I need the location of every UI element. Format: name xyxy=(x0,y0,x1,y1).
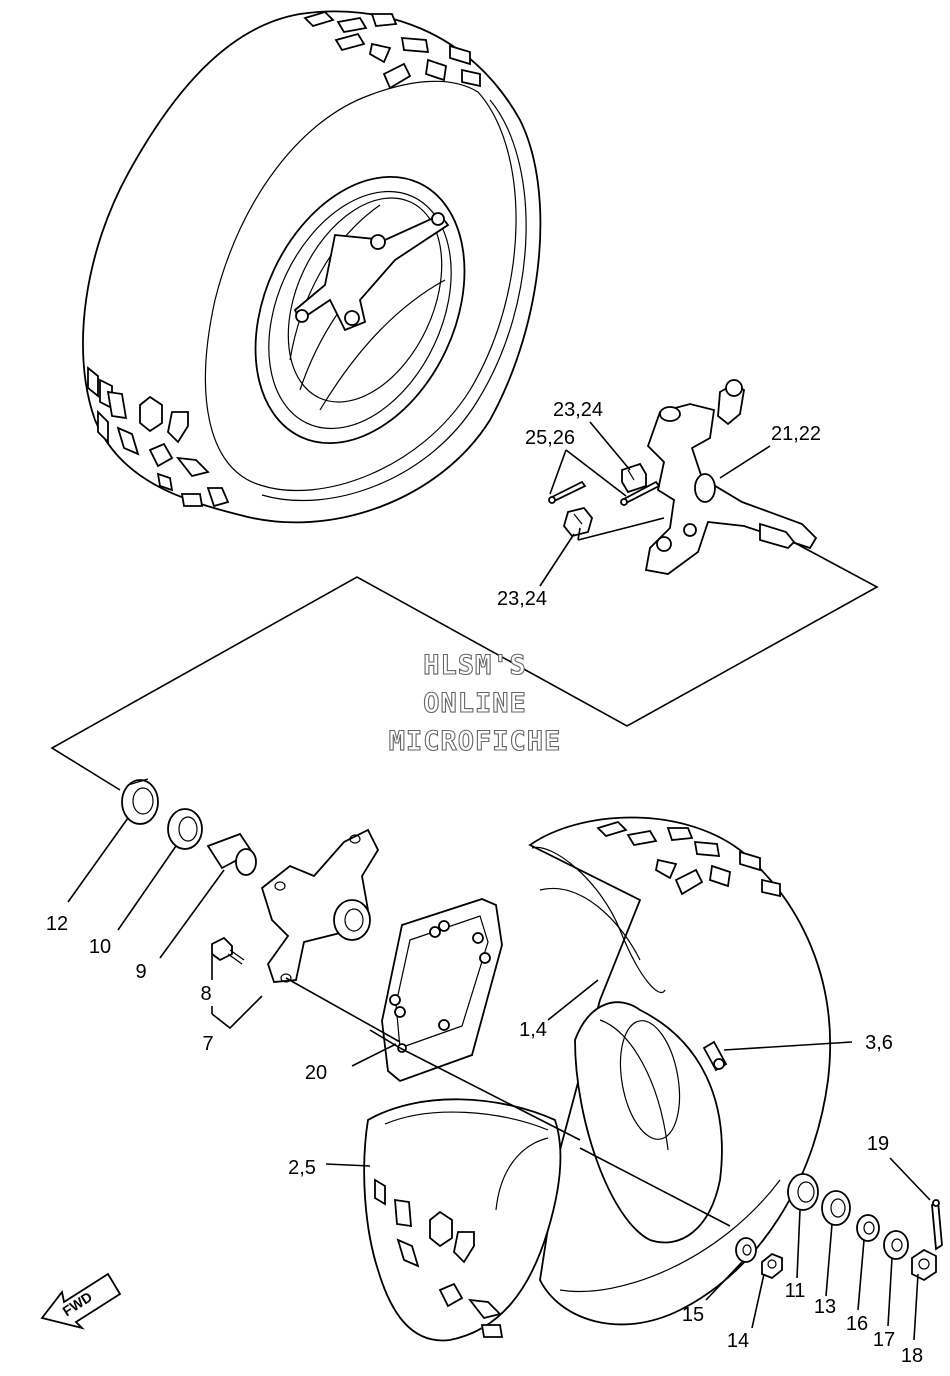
callout-23-24-top: 23,24 xyxy=(553,399,603,421)
callout-16: 16 xyxy=(846,1313,868,1335)
callout-11: 11 xyxy=(785,1280,806,1302)
callout-14: 14 xyxy=(727,1330,749,1352)
castle-nut-18 xyxy=(911,1248,937,1282)
bolt-8 xyxy=(211,936,245,965)
castle-nut-top xyxy=(621,462,647,494)
callout-17: 17 xyxy=(873,1329,895,1351)
callout-18: 18 xyxy=(901,1345,923,1367)
bearing-10 xyxy=(167,808,203,850)
callout-3-6: 3,6 xyxy=(865,1032,893,1054)
washer-15 xyxy=(735,1237,757,1263)
oil-seal-13 xyxy=(821,1190,851,1226)
assembly-boundary xyxy=(50,517,879,791)
leader-lines xyxy=(67,421,931,1341)
callout-7: 7 xyxy=(202,1033,213,1055)
watermark: HLSM'S ONLINE MICROFICHE xyxy=(388,649,562,757)
callout-10: 10 xyxy=(89,936,111,958)
spacer-9 xyxy=(206,832,257,876)
callout-8: 8 xyxy=(200,983,211,1005)
cotter-pin-right xyxy=(620,480,661,506)
upper-tread-blocks xyxy=(87,10,481,508)
cotter-pin-left xyxy=(548,480,587,504)
oil-seal-12 xyxy=(121,778,159,825)
washer-17 xyxy=(883,1230,909,1260)
cotter-pin-19 xyxy=(931,1199,943,1251)
watermark-line-2: ONLINE xyxy=(423,688,527,719)
callout-20: 20 xyxy=(305,1062,327,1084)
upper-wheel-assembly xyxy=(82,10,542,524)
callout-12: 12 xyxy=(46,913,68,935)
fwd-arrow-icon: FWD xyxy=(40,1272,122,1330)
callout-1-4: 1,4 xyxy=(519,1019,547,1041)
callout-25-26: 25,26 xyxy=(525,427,575,449)
steering-knuckle xyxy=(644,379,818,575)
callout-19: 19 xyxy=(867,1133,889,1155)
front-hub xyxy=(260,828,380,983)
callout-2-5: 2,5 xyxy=(288,1157,316,1179)
callout-23-24-bottom: 23,24 xyxy=(497,588,547,610)
nut-14 xyxy=(761,1252,783,1280)
bearing-11 xyxy=(787,1173,819,1211)
lower-tire-inner-half xyxy=(363,1098,562,1342)
callout-15: 15 xyxy=(682,1304,704,1326)
collar-16 xyxy=(856,1214,880,1242)
lower-rim xyxy=(574,1001,723,1244)
callout-labels: 23,24 25,26 21,22 23,24 12 10 9 8 7 1,4 … xyxy=(46,399,923,1367)
watermark-line-3: MICROFICHE xyxy=(389,726,562,757)
callout-13: 13 xyxy=(814,1296,836,1318)
brake-disc-20 xyxy=(381,898,503,1083)
valve-3-6 xyxy=(702,1040,728,1072)
castle-nut-bottom xyxy=(563,506,593,538)
callout-9: 9 xyxy=(135,961,146,983)
watermark-line-1: HLSM'S xyxy=(423,650,527,681)
lower-tread-blocks xyxy=(596,820,781,898)
upper-tire-sidewall xyxy=(204,80,517,492)
callout-21-22: 21,22 xyxy=(771,423,821,445)
